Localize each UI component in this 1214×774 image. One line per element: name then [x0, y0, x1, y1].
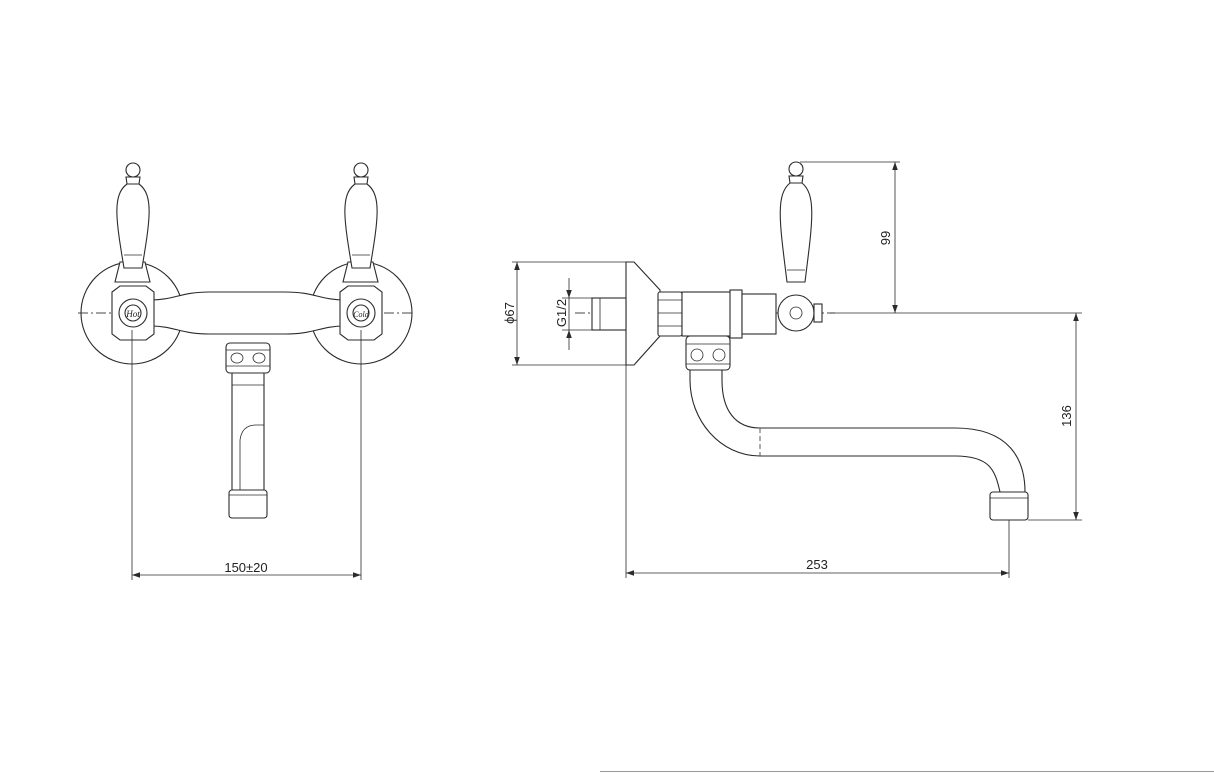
side-view: ϕ67 G1/2 99 136 — [502, 161, 1082, 578]
flange-diameter-label: ϕ67 — [502, 302, 517, 324]
left-handle — [116, 162, 150, 269]
right-valve: Cold — [339, 261, 383, 341]
front-spout — [225, 342, 271, 519]
cold-marking: Cold — [353, 310, 370, 319]
flange-diameter-dimension: ϕ67 — [502, 261, 634, 366]
thread-dimension: G1/2 — [554, 278, 600, 350]
spout-drop-label: 136 — [1059, 405, 1074, 427]
handle-height-label: 99 — [878, 231, 893, 245]
side-spout — [689, 370, 1029, 521]
side-spout-collar — [685, 335, 731, 371]
side-body — [681, 289, 777, 339]
left-valve: Hot — [111, 261, 155, 341]
hot-marking: Hot — [125, 309, 140, 319]
spacing-dimension: 150±20 — [131, 330, 362, 580]
thread-label: G1/2 — [554, 299, 569, 327]
handle-height-dimension: 99 — [800, 161, 900, 314]
depth-dimension: 253 — [625, 365, 1010, 578]
thread-connector — [591, 297, 627, 331]
side-flange — [625, 261, 661, 366]
hex-nut — [657, 291, 683, 337]
bottom-rule — [600, 771, 1214, 772]
depth-label: 253 — [806, 557, 828, 572]
spacing-label: 150±20 — [224, 560, 267, 575]
side-handle — [777, 161, 823, 332]
front-view: Hot Cold 150±20 — [78, 162, 415, 580]
spout-drop-dimension: 136 — [900, 312, 1082, 521]
right-handle — [344, 162, 378, 269]
mixer-body — [149, 291, 346, 335]
